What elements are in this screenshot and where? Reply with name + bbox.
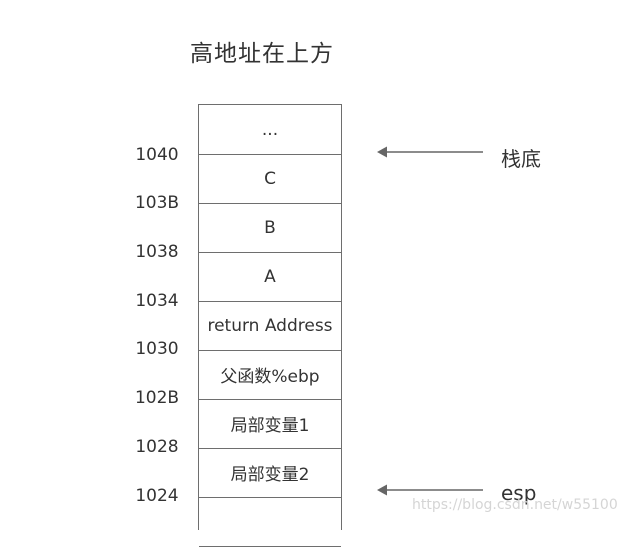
- stack-cell-local-var-1: 局部变量1: [199, 399, 341, 449]
- address-label-1040: 1040: [135, 145, 179, 165]
- stack-cell-b: B: [199, 203, 341, 253]
- stack-cell-a: A: [199, 252, 341, 302]
- address-label-1034: 1034: [135, 291, 179, 311]
- stack-bottom-arrow-icon: [377, 146, 483, 158]
- stack-bottom-label: 栈底: [501, 147, 541, 171]
- stack-frame: ... C B A return Address 父函数%ebp 局部变量1 局…: [198, 104, 342, 547]
- esp-label: esp: [501, 481, 537, 505]
- address-label-1028: 1028: [135, 437, 179, 457]
- stack-cell-c: C: [199, 154, 341, 204]
- address-label-102b: 102B: [134, 388, 180, 408]
- address-label-103b: 103B: [134, 193, 180, 213]
- address-label-1030: 1030: [135, 339, 179, 359]
- stack-cell-local-var-2: 局部变量2: [199, 448, 341, 498]
- address-label-1024: 1024: [135, 486, 179, 506]
- stack-cell-parent-ebp: 父函数%ebp: [199, 350, 341, 400]
- watermark-text: https://blog.csdn.net/w55100: [412, 497, 618, 513]
- diagram-title: 高地址在上方: [190, 41, 334, 67]
- stack-cell-ellipsis: ...: [199, 105, 341, 155]
- address-label-1038: 1038: [135, 242, 179, 262]
- esp-arrow-icon: [377, 484, 483, 496]
- stack-cell-return-address: return Address: [199, 301, 341, 351]
- stack-cell-empty: [199, 497, 341, 547]
